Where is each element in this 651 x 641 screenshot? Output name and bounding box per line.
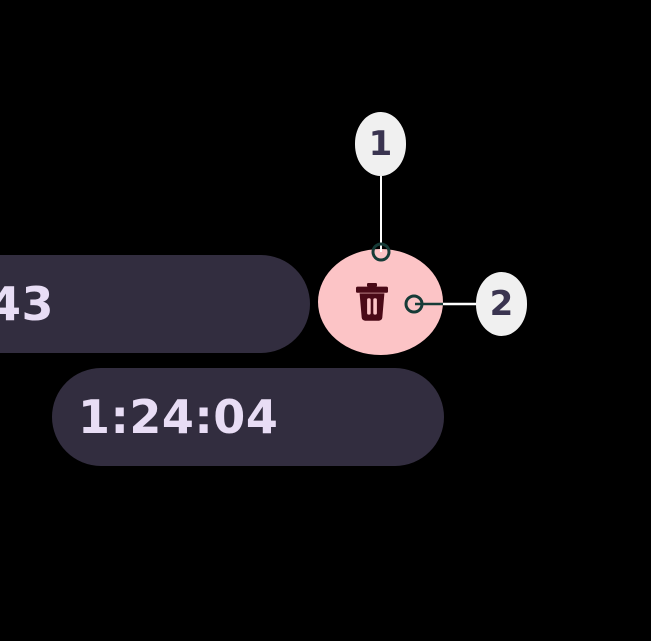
- annotation-marker-1[interactable]: 1: [355, 112, 406, 176]
- annotation-marker-2[interactable]: 2: [476, 272, 527, 336]
- duration-time-pill[interactable]: 1:24:04: [52, 368, 444, 466]
- elapsed-time-value: 43: [0, 277, 54, 331]
- delete-button[interactable]: [318, 249, 443, 355]
- elapsed-time-pill[interactable]: 43: [0, 255, 310, 353]
- trash-icon: [355, 283, 388, 321]
- duration-time-value: 1:24:04: [78, 390, 279, 444]
- annotation-marker-2-label: 2: [489, 284, 514, 324]
- annotation-marker-1-label: 1: [368, 124, 393, 164]
